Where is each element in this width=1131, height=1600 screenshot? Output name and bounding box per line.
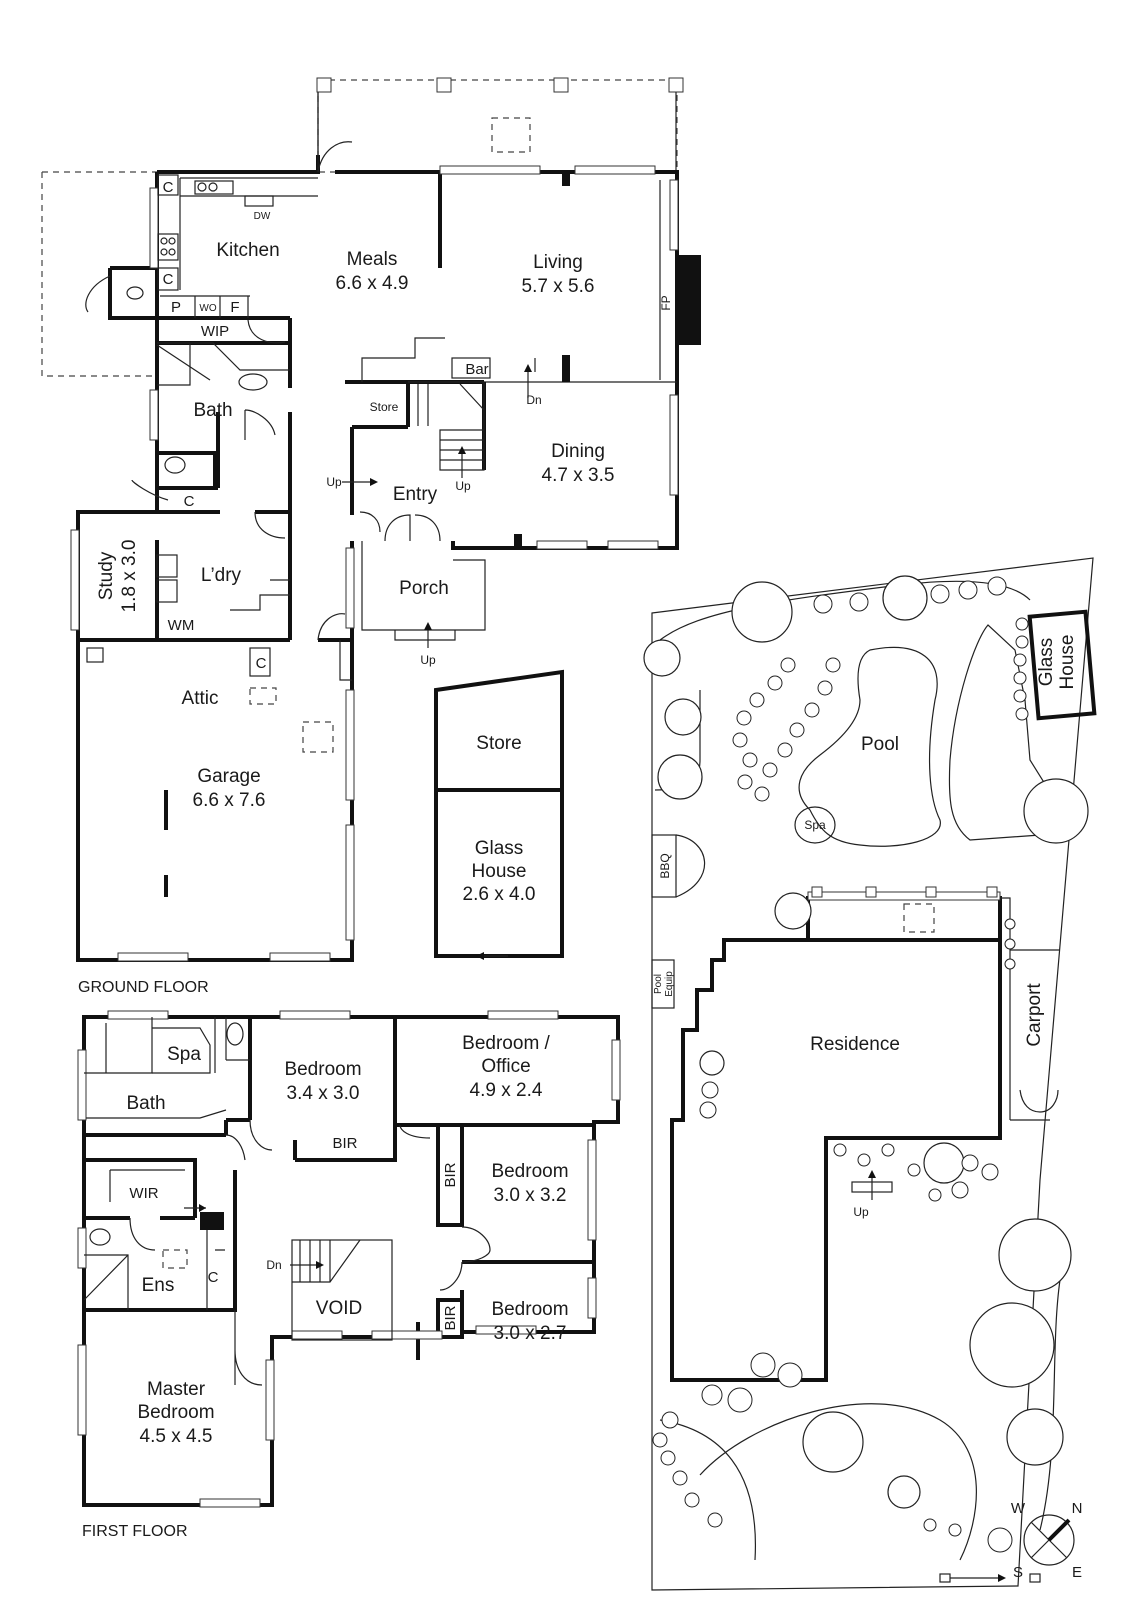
label-bar: Bar [465,361,488,378]
label-c-hall: C [184,493,195,510]
compass-w: W [1011,1500,1026,1517]
label-ff-wir: WIR [129,1185,158,1202]
label-study-dim: 1.8 x 3.0 [119,540,140,613]
label-kitchen: Kitchen [216,240,279,261]
label-ff-master-dim: 4.5 x 4.5 [140,1426,213,1447]
label-dw: DW [254,211,271,222]
label-site-bbq: BBQ [658,853,672,878]
label-up-porch: Up [420,653,436,667]
ground-floor-plan: Kitchen DW C C P WO F WIP Meals 6.6 x 4.… [41,77,701,996]
label-ff-bir1: BIR [332,1135,357,1152]
label-ff-void: VOID [316,1298,362,1319]
label-up-stair: Up [455,479,471,493]
label-store-small: Store [370,400,399,414]
label-attic: Attic [182,688,219,709]
label-outbuilding-glass: Glass [475,838,524,859]
label-laundry: L’dry [201,565,242,586]
label-ff-bir2: BIR [442,1162,459,1187]
label-ff-ens: Ens [142,1275,175,1296]
label-c-garage: C [256,655,267,672]
label-ff-bedroom2-dim: 3.0 x 3.2 [494,1185,567,1206]
label-ff-bedroom-office1: Bedroom / [462,1033,550,1054]
label-entry: Entry [393,484,438,505]
outbuilding: Store Glass House 2.6 x 4.0 [434,669,564,960]
shrubs [652,576,1029,1553]
trees [643,575,1089,1509]
label-meals-dim: 6.6 x 4.9 [336,273,409,294]
label-ff-bedroom-office-dim: 4.9 x 2.4 [470,1080,543,1101]
label-ff-bedroom1: Bedroom [284,1059,361,1080]
label-f: F [230,299,239,316]
label-ff-bedroom1-dim: 3.4 x 3.0 [287,1083,360,1104]
label-porch: Porch [399,578,449,599]
label-living: Living [533,252,583,273]
label-ff-master2: Bedroom [137,1402,214,1423]
label-ff-bedroom3-dim: 3.0 x 2.7 [494,1323,567,1344]
label-p: P [171,299,181,316]
label-ff-bedroom-office2: Office [481,1056,530,1077]
label-ff-spa: Spa [167,1044,201,1065]
compass: W N S E [1011,1500,1083,1581]
label-site-glass: Glass [1036,638,1057,687]
label-fp: FP [659,295,673,310]
label-dining-dim: 4.7 x 3.5 [542,465,615,486]
label-outbuilding-store: Store [476,733,521,754]
label-bath-ground: Bath [193,400,232,421]
label-wip: WIP [201,323,229,340]
label-site-pool: Pool [861,734,899,755]
label-site-pool-equip-1: Pool [653,974,664,994]
label-outbuilding-dim: 2.6 x 4.0 [463,884,536,905]
label-site-carport: Carport [1024,983,1045,1047]
label-garage: Garage [197,766,260,787]
label-living-dim: 5.7 x 5.6 [522,276,595,297]
label-ff-bedroom3: Bedroom [491,1299,568,1320]
label-ff-bath: Bath [126,1093,165,1114]
label-study: Study [96,551,117,600]
label-ff-dn: Dn [266,1258,281,1272]
label-dn: Dn [526,393,541,407]
label-ff-bedroom2: Bedroom [491,1161,568,1182]
label-ff-master1: Master [147,1379,206,1400]
label-site-up: Up [853,1205,869,1219]
label-wm: WM [168,617,195,634]
label-wo: WO [199,303,216,314]
label-site-residence: Residence [810,1034,900,1055]
site-plan: Glass House Pool Spa BBQ Pool Equip Resi… [643,557,1097,1591]
label-c-wc: C [163,271,174,288]
label-c-kitchen: C [163,179,174,196]
label-ff-bir3: BIR [442,1305,459,1330]
label-garage-dim: 6.6 x 7.6 [193,790,266,811]
label-first-floor: FIRST FLOOR [82,1523,188,1540]
label-site-pool-equip-2: Equip [664,971,675,997]
label-dining: Dining [551,441,605,462]
label-ground-floor: GROUND FLOOR [78,979,209,996]
compass-s: S [1013,1564,1023,1581]
label-meals: Meals [347,249,398,270]
label-site-spa: Spa [804,818,826,832]
compass-e: E [1072,1564,1082,1581]
label-up-entry: Up [326,475,342,489]
label-outbuilding-house: House [472,861,527,882]
first-floor-plan: Spa Bath Bedroom 3.4 x 3.0 BIR Bedroom /… [77,1010,621,1540]
label-ff-c: C [208,1269,219,1286]
compass-n: N [1072,1500,1083,1517]
label-site-house: House [1057,635,1078,690]
